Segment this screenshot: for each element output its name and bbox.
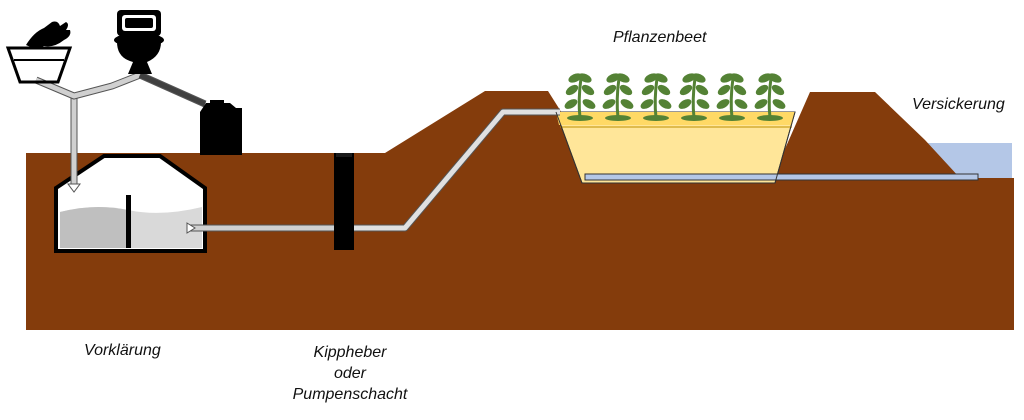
soil-ground	[26, 91, 1014, 330]
label-vorklaerung: Vorklärung	[84, 342, 161, 359]
pipe-tank-to-shaft	[189, 224, 341, 232]
tank-liquid-left	[60, 206, 128, 248]
tank-partition	[126, 195, 131, 248]
pipe-outlet-arrow	[186, 222, 196, 234]
drainage-pipe	[584, 173, 979, 181]
label-versickerung: Versickerung	[912, 96, 1005, 113]
plant-icon	[754, 73, 786, 121]
pump-shaft-top	[336, 153, 352, 157]
plant-icon	[602, 73, 634, 121]
canister-icon	[200, 100, 242, 155]
label-kippheber-line3: Pumpenschacht	[292, 386, 408, 403]
plant-row	[564, 73, 786, 121]
pressure-pipe-fill	[354, 109, 560, 231]
plant-icon	[678, 73, 710, 121]
label-kippheber: Kippheber oder Pumpenschacht	[282, 342, 418, 405]
label-kippheber-line1: Kippheber	[313, 344, 387, 361]
label-pflanzenbeet: Pflanzenbeet	[613, 29, 707, 46]
toilet-branch-fill	[138, 72, 207, 107]
label-kippheber-line2: oder	[333, 365, 367, 382]
pump-shaft	[334, 153, 354, 250]
washing-hand-icon	[5, 21, 73, 84]
bed-outline	[555, 111, 796, 184]
toilet-icon	[114, 10, 164, 74]
inlet-pipe-vertical	[70, 95, 78, 189]
plant-icon	[564, 73, 596, 121]
plant-icon	[716, 73, 748, 121]
greywater-branch-fill	[35, 72, 141, 99]
inlet-pipe-arrow	[67, 183, 81, 193]
plant-icon	[640, 73, 672, 121]
